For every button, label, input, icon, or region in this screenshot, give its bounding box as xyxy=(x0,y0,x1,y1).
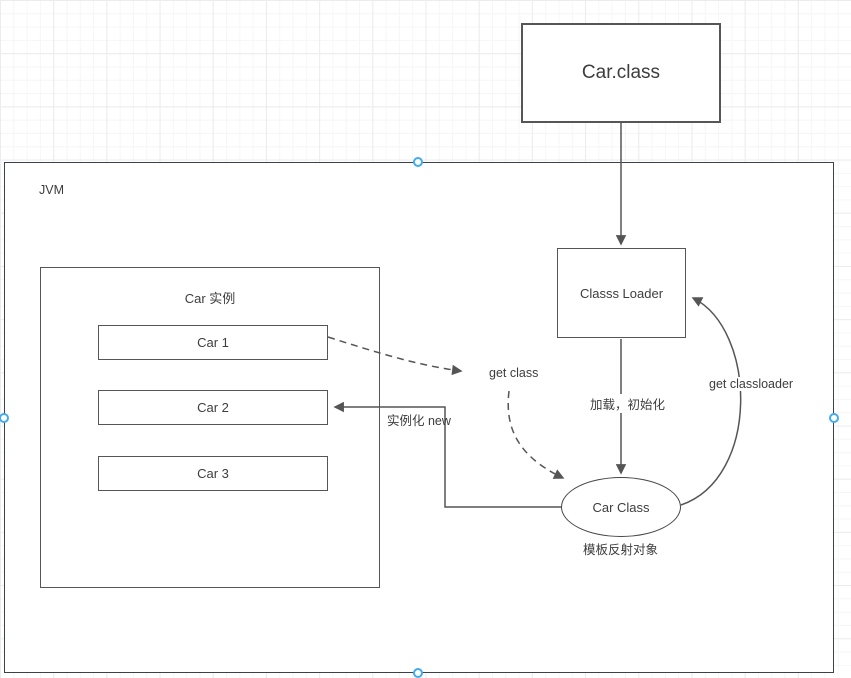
edge-label-get-classloader: get classloader xyxy=(706,377,797,391)
edge-label-instantiate-new: 实例化 new xyxy=(387,414,451,428)
car1-node[interactable]: Car 1 xyxy=(98,325,328,360)
car-class-object-label: Car Class xyxy=(592,499,650,515)
car-class-file-label: Car.class xyxy=(581,62,661,83)
edge-label-reflection-note: 模板反射对象 xyxy=(583,543,659,557)
jvm-label: JVM xyxy=(39,183,64,197)
car2-label: Car 2 xyxy=(197,400,229,415)
car1-label: Car 1 xyxy=(197,335,229,350)
selection-handle-left[interactable] xyxy=(0,413,9,423)
car2-node[interactable]: Car 2 xyxy=(98,390,328,425)
car-class-object-node[interactable]: Car Class xyxy=(561,477,681,537)
class-loader-label: Classs Loader xyxy=(579,285,664,301)
class-loader-node[interactable]: Classs Loader xyxy=(557,248,686,338)
car-class-file-node[interactable]: Car.class xyxy=(521,23,721,123)
edge-label-get-class: get class xyxy=(489,366,539,380)
car-instances-label: Car 实例 xyxy=(184,291,236,306)
car3-label: Car 3 xyxy=(197,466,229,481)
edge-label-load-init: 加载，初始化 xyxy=(587,394,669,413)
selection-handle-bottom[interactable] xyxy=(413,668,423,678)
car-instances-group-box[interactable]: Car 实例 xyxy=(40,267,380,588)
selection-handle-right[interactable] xyxy=(829,413,839,423)
car3-node[interactable]: Car 3 xyxy=(98,456,328,491)
selection-handle-top[interactable] xyxy=(413,157,423,167)
